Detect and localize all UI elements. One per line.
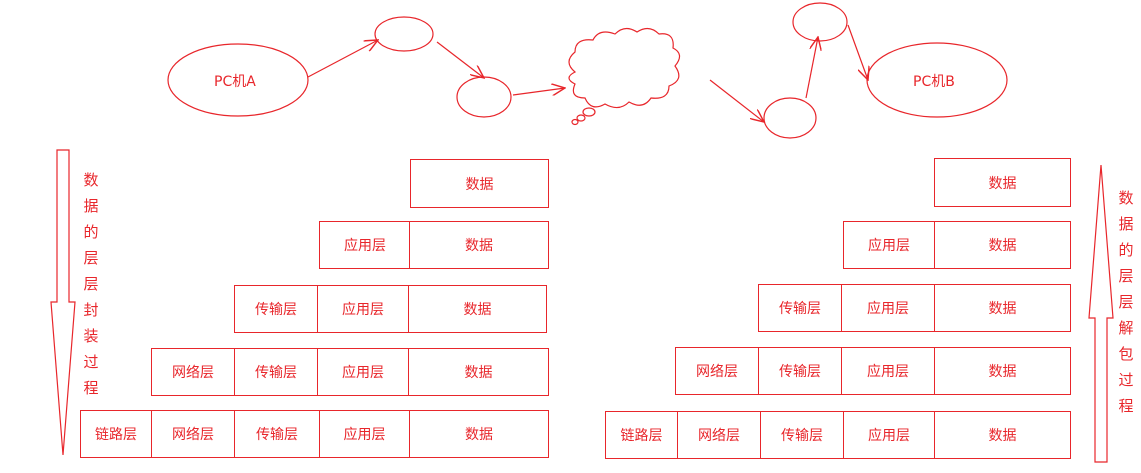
data-box: 数据 — [409, 221, 549, 269]
data-box: 数据 — [934, 158, 1071, 207]
decapsulation-label: 数据的层层解包过程 — [1118, 189, 1134, 415]
data-box: 数据 — [409, 410, 549, 458]
network-layer-box: 网络层 — [151, 410, 235, 458]
app-layer-box: 应用层 — [841, 347, 935, 395]
network-layer-box: 网络层 — [151, 348, 235, 396]
app-layer-box: 应用层 — [317, 285, 409, 333]
router-node-4 — [792, 2, 848, 42]
data-box: 数据 — [934, 221, 1071, 269]
app-layer-box: 应用层 — [841, 284, 935, 332]
transport-layer-box: 传输层 — [758, 284, 842, 332]
data-box: 数据 — [934, 411, 1071, 459]
decapsulation-arrow — [1088, 164, 1114, 463]
data-box: 数据 — [408, 348, 549, 396]
transport-layer-box: 传输层 — [758, 347, 842, 395]
network-layer-box: 网络层 — [675, 347, 759, 395]
link-layer-box: 链路层 — [605, 411, 678, 459]
app-layer-box: 应用层 — [843, 411, 935, 459]
data-box: 数据 — [934, 347, 1071, 395]
app-layer-box: 应用层 — [319, 410, 410, 458]
router-node-2 — [456, 76, 512, 118]
app-layer-box: 应用层 — [319, 221, 411, 269]
link-layer-box: 链路层 — [80, 410, 152, 458]
transport-layer-box: 传输层 — [234, 285, 318, 333]
data-box: 数据 — [408, 285, 547, 333]
transport-layer-box: 传输层 — [234, 410, 320, 458]
network-layer-box: 网络层 — [677, 411, 761, 459]
host-a-node — [167, 43, 309, 117]
app-layer-box: 应用层 — [843, 221, 935, 269]
transport-layer-box: 传输层 — [234, 348, 318, 396]
encapsulation-label: 数据的层层封装过程 — [83, 171, 99, 397]
router-node-3 — [763, 97, 817, 139]
app-layer-box: 应用层 — [317, 348, 409, 396]
host-a-label: PC机A — [214, 74, 256, 90]
transport-layer-box: 传输层 — [760, 411, 844, 459]
encapsulation-arrow — [50, 149, 76, 456]
data-box: 数据 — [410, 159, 549, 208]
host-b-label: PC机B — [913, 74, 955, 90]
internet-cloud — [568, 27, 681, 109]
data-box: 数据 — [934, 284, 1071, 332]
router-node-1 — [374, 16, 434, 52]
